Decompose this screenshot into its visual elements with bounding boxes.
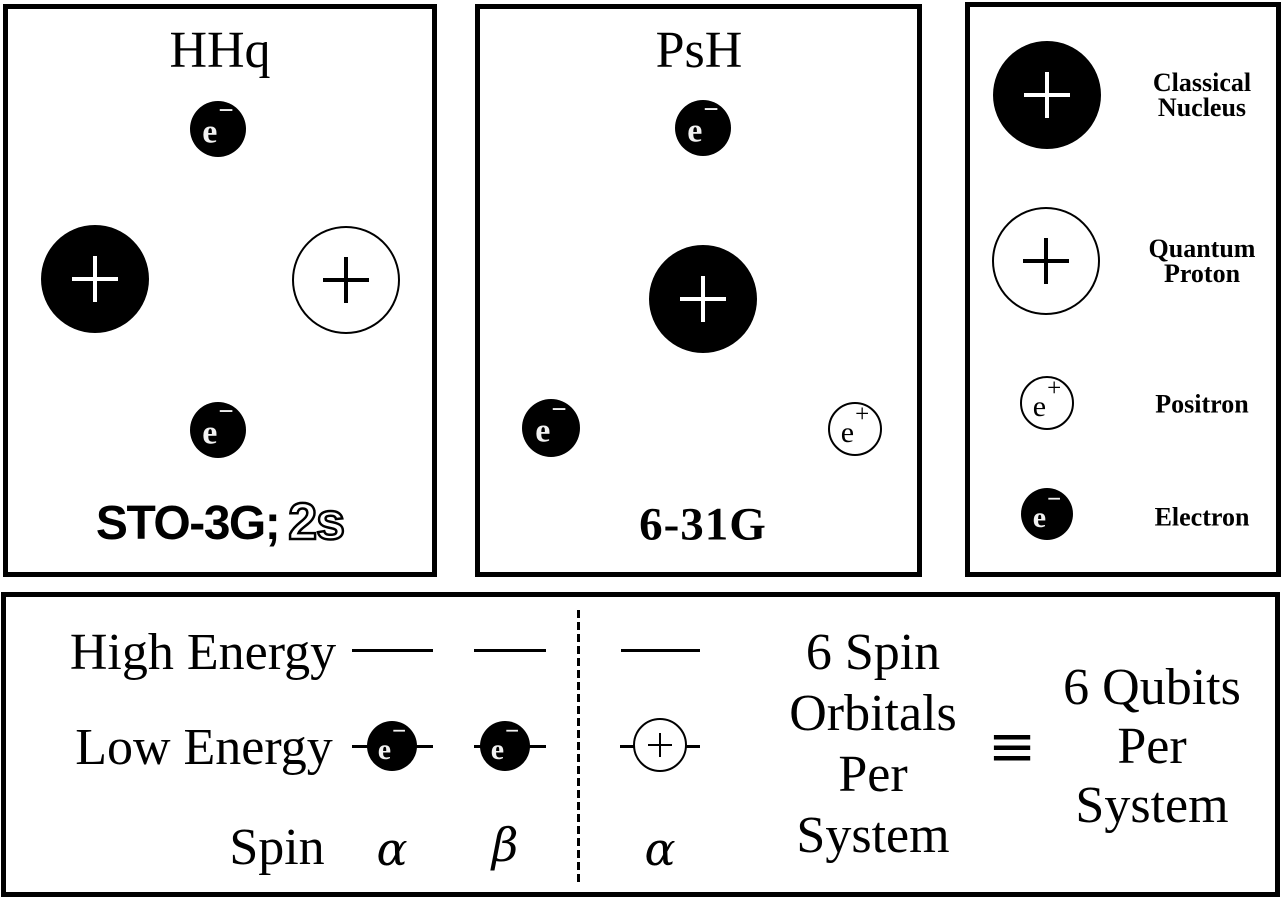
electron-particle: e− <box>367 717 417 771</box>
quantum-proton-particle <box>992 207 1100 315</box>
equivalence-symbol: ≡ <box>987 712 1037 780</box>
positron-particle: e+ <box>1020 376 1074 430</box>
legend-label-positron: Positron <box>1155 389 1249 419</box>
electron-symbol: e− <box>202 396 234 452</box>
low-energy-label: Low Energy <box>75 719 333 776</box>
spin-label: Spin <box>229 819 325 876</box>
basis-sto3g-text: STO-3G; <box>95 497 281 550</box>
electron-particle: e− <box>1021 485 1073 540</box>
electron-symbol: e− <box>377 717 407 766</box>
dashed-divider <box>577 610 580 882</box>
electron-particle: e− <box>675 94 731 156</box>
plus-icon <box>294 228 398 332</box>
electron-symbol: e− <box>687 94 719 150</box>
basis-label-psh: 6-31G <box>639 498 767 551</box>
high-energy-label: High Energy <box>69 624 337 681</box>
classical-nucleus-particle <box>649 245 757 353</box>
electron-particle: e− <box>190 95 246 157</box>
electron-symbol: e− <box>490 717 520 766</box>
panel-hhq-title: HHq <box>169 22 271 79</box>
energy-level-line <box>352 649 433 652</box>
spin-orbitals-caption: 6 Spin Orbitals Per System <box>789 624 957 864</box>
energy-level-line <box>621 649 700 652</box>
plus-icon <box>41 225 149 333</box>
electron-symbol: e− <box>202 95 234 151</box>
qubits-caption: 6 Qubits Per System <box>1063 659 1241 834</box>
basis-2s-outline-text: 2s <box>287 493 346 551</box>
energy-level-line <box>474 649 546 652</box>
positron-symbol: e+ <box>840 400 870 449</box>
basis-label-hhq: STO-3G; 2s <box>95 493 346 551</box>
panel-psh-title: PsH <box>655 22 743 79</box>
legend-label-quantum-proton: Quantum Proton <box>1148 234 1256 288</box>
plus-icon <box>993 41 1101 149</box>
positron-symbol: e+ <box>1032 374 1062 423</box>
beta-spin-label: β <box>491 818 519 872</box>
alpha-spin-label: α <box>376 822 408 876</box>
electron-symbol: e− <box>1032 485 1062 534</box>
quantum-proton-particle <box>633 718 687 772</box>
classical-nucleus-particle <box>41 225 149 333</box>
electron-particle: e− <box>190 396 246 458</box>
electron-symbol: e− <box>535 394 567 450</box>
positron-particle: e+ <box>828 402 882 456</box>
quantum-proton-particle <box>292 226 400 334</box>
alpha-proton-spin-label: α <box>644 822 676 876</box>
plus-icon <box>635 720 685 770</box>
plus-icon <box>994 209 1098 313</box>
electron-particle: e− <box>522 394 580 457</box>
legend-label-classical-nucleus: Classical Nucleus <box>1152 68 1252 122</box>
classical-nucleus-particle <box>993 41 1101 149</box>
plus-icon <box>649 245 757 353</box>
legend-label-electron: Electron <box>1154 502 1250 532</box>
electron-particle: e− <box>480 717 530 771</box>
